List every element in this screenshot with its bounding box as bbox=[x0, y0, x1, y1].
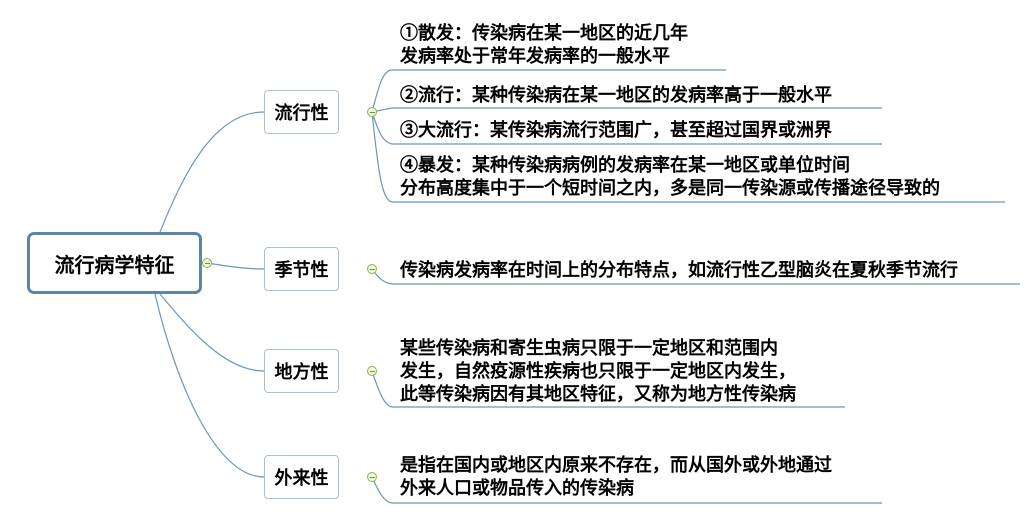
leaf-line: ④暴发：某种传染病病例的发病率在某一地区或单位时间 bbox=[400, 155, 850, 176]
branch-wailaixing[interactable]: 外来性 bbox=[264, 455, 339, 499]
leaf-liuxing[interactable]: ②流行：某种传染病在某一地区的发病率高于一般水平 bbox=[400, 84, 832, 107]
leaf-difangxing-desc[interactable]: 某些传染病和寄生虫病只限于一定地区和范围内 发生，自然疫源性疾病也只限于一定地区… bbox=[400, 337, 796, 406]
branch-jijiexing[interactable]: 季节性 bbox=[264, 247, 339, 291]
liuxingxing-link-1 bbox=[371, 69, 726, 113]
root-to-wailaixing-link bbox=[154, 293, 265, 478]
leaf-wailaixing-desc[interactable]: 是指在国内或地区内原来不存在，而从国外或外地通过 外来人口或物品传入的传染病 bbox=[400, 454, 832, 500]
branch-liuxingxing[interactable]: 流行性 bbox=[264, 90, 339, 134]
leaf-line: 此等传染病因有其地区特征，又称为地方性传染病 bbox=[400, 384, 796, 405]
leaf-line: ①散发：传染病在某一地区的近几年 bbox=[400, 23, 688, 44]
leaf-line: ②流行：某种传染病在某一地区的发病率高于一般水平 bbox=[400, 85, 832, 106]
root-node[interactable]: 流行病学特征 bbox=[27, 232, 202, 294]
root-to-liuxingxing-link bbox=[159, 111, 265, 233]
leaf-line: 是指在国内或地区内原来不存在，而从国外或外地通过 bbox=[400, 455, 832, 476]
liuxingxing-link-2 bbox=[371, 107, 882, 113]
leaf-line: 外来人口或物品传入的传染病 bbox=[400, 478, 634, 499]
root-to-difangxing-link bbox=[159, 293, 265, 372]
leaf-daliuxing[interactable]: ③大流行：某传染病流行范围广，甚至超过国界或洲界 bbox=[400, 119, 832, 142]
leaf-line: 发生，自然疫源性疾病也只限于一定地区内发生， bbox=[400, 361, 796, 382]
leaf-line: ③大流行：某传染病流行范围广，甚至超过国界或洲界 bbox=[400, 120, 832, 141]
jijiexing-collapse-toggle[interactable] bbox=[367, 264, 377, 274]
liuxingxing-link-4 bbox=[371, 111, 1005, 203]
root-collapse-toggle[interactable] bbox=[202, 258, 212, 268]
wailaixing-link-1 bbox=[371, 476, 882, 504]
liuxingxing-collapse-toggle[interactable] bbox=[367, 107, 377, 117]
leaf-sanfa[interactable]: ①散发：传染病在某一地区的近几年 发病率处于常年发病率的一般水平 bbox=[400, 22, 688, 68]
leaf-line: 某些传染病和寄生虫病只限于一定地区和范围内 bbox=[400, 338, 778, 359]
liuxingxing-link-3 bbox=[371, 111, 882, 145]
branch-difangxing[interactable]: 地方性 bbox=[264, 349, 339, 393]
difangxing-collapse-toggle[interactable] bbox=[367, 366, 377, 376]
leaf-line: 发病率处于常年发病率的一般水平 bbox=[400, 46, 670, 67]
leaf-baofa[interactable]: ④暴发：某种传染病病例的发病率在某一地区或单位时间 分布高度集中于一个短时间之内… bbox=[400, 154, 940, 200]
leaf-jijiexing-desc[interactable]: 传染病发病率在时间上的分布特点，如流行性乙型脑炎在夏秋季节流行 bbox=[400, 259, 958, 282]
leaf-line: 分布高度集中于一个短时间之内，多是同一传染源或传播途径导致的 bbox=[400, 178, 940, 199]
difangxing-link-1 bbox=[371, 370, 845, 408]
leaf-line: 传染病发病率在时间上的分布特点，如流行性乙型脑炎在夏秋季节流行 bbox=[400, 260, 958, 281]
wailaixing-collapse-toggle[interactable] bbox=[367, 472, 377, 482]
